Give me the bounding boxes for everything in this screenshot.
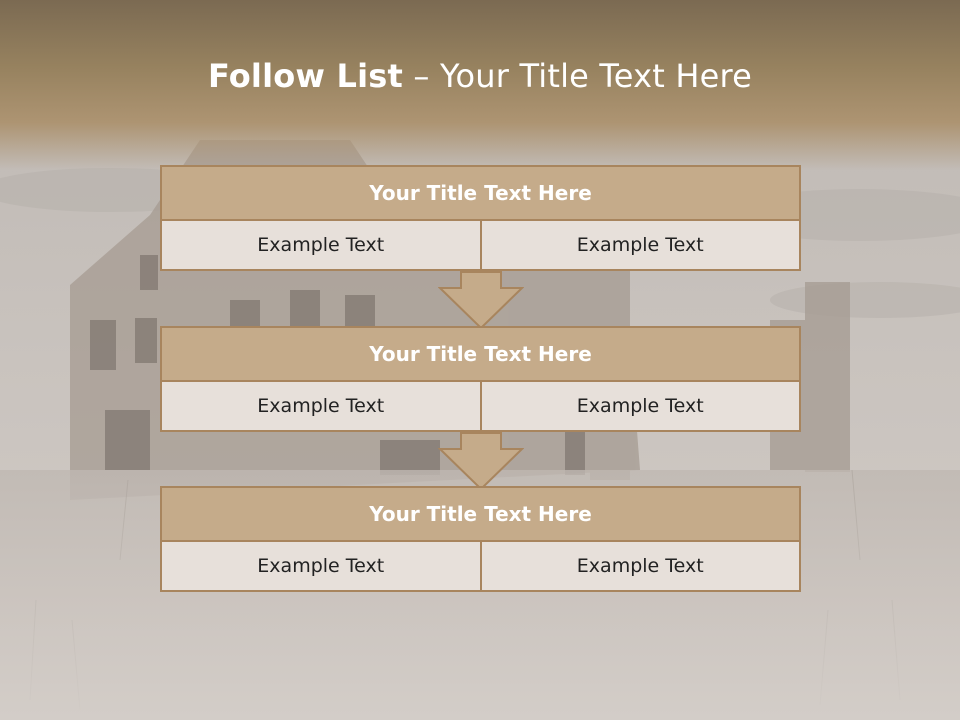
block-cell-left: Example Text: [257, 555, 385, 577]
block-cell-right: Example Text: [479, 542, 800, 590]
block-row: Example Text Example Text: [160, 221, 801, 271]
list-block-3: Your Title Text Here Example Text Exampl…: [160, 486, 801, 592]
down-arrow-icon: [438, 432, 524, 491]
block-row: Example Text Example Text: [160, 542, 801, 592]
title-bar: [0, 0, 960, 170]
block-cell-left: Example Text: [257, 395, 385, 417]
block-title: Your Title Text Here: [160, 165, 801, 221]
down-arrow-icon: [438, 271, 524, 330]
title-dash: –: [403, 57, 440, 95]
block-title: Your Title Text Here: [160, 486, 801, 542]
block-cell-right: Example Text: [479, 221, 800, 269]
title-rest: Your Title Text Here: [440, 57, 753, 95]
list-block-1: Your Title Text Here Example Text Exampl…: [160, 165, 801, 271]
block-title: Your Title Text Here: [160, 326, 801, 382]
slide-title: Follow List – Your Title Text Here: [0, 56, 960, 96]
title-bold: Follow List: [207, 57, 404, 95]
windows: [90, 255, 585, 475]
block-cell-right: Example Text: [479, 382, 800, 430]
list-block-2: Your Title Text Here Example Text Exampl…: [160, 326, 801, 432]
block-cell-left: Example Text: [257, 234, 385, 256]
block-row: Example Text Example Text: [160, 382, 801, 432]
